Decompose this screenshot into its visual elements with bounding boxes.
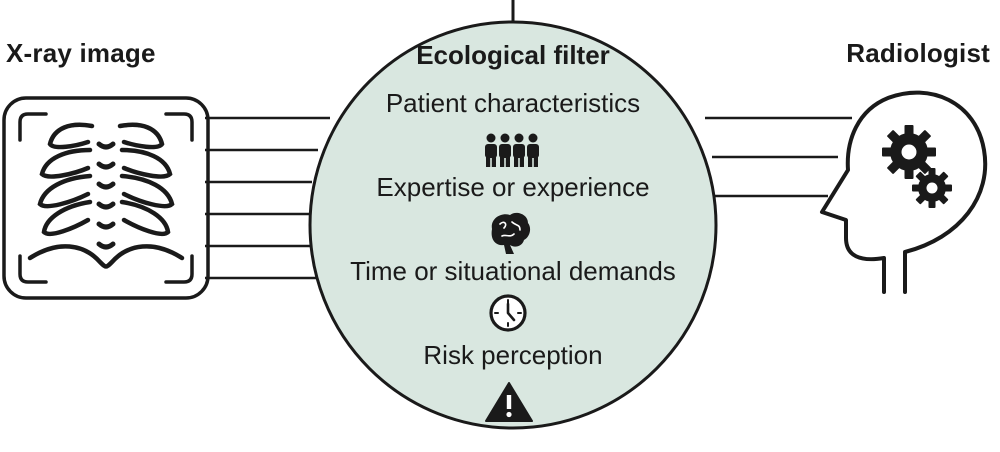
- input-lines: [205, 116, 330, 280]
- large-gear-icon: [882, 125, 936, 179]
- small-gear-icon: [912, 168, 952, 208]
- factor-time-situational-demands: Time or situational demands: [350, 256, 676, 286]
- radiologist-label: Radiologist: [846, 38, 990, 68]
- brain-icon: [491, 212, 531, 254]
- people-group-icon: [485, 133, 539, 167]
- factor-expertise-experience: Expertise or experience: [376, 172, 650, 202]
- clock-icon: [489, 294, 527, 332]
- ecological-filter-title: Ecological filter: [416, 40, 610, 70]
- xray-image-label: X-ray image: [6, 38, 156, 68]
- factor-risk-perception: Risk perception: [423, 340, 603, 370]
- factor-patient-characteristics: Patient characteristics: [385, 88, 641, 118]
- output-lines: [705, 116, 852, 198]
- radiologist-head-icon: [820, 90, 988, 294]
- xray-image-icon: [2, 96, 210, 300]
- warning-triangle-icon: [485, 382, 533, 422]
